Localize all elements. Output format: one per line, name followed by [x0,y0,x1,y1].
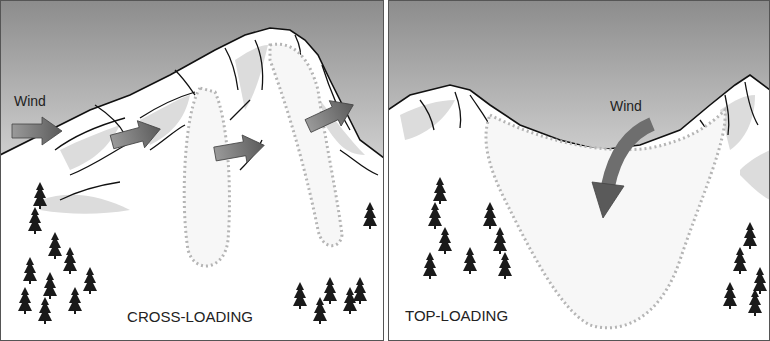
tree [733,247,747,274]
tree [483,202,497,229]
tree [63,247,77,274]
tree [293,282,307,309]
tree [28,207,42,234]
mountain [1,28,383,340]
tree [723,282,737,309]
tree [748,289,762,316]
tree [38,297,52,324]
cross-loading-panel [1,1,383,340]
tree [498,252,512,279]
tree [438,227,452,254]
tree [493,227,507,254]
trees [423,177,767,316]
tree [48,232,62,259]
tree [433,177,447,204]
wind-label: Wind [14,93,46,109]
panel-frame [1,1,384,341]
tree [83,267,97,294]
panel-frame [389,1,770,341]
sky [1,1,383,340]
mountain [389,75,769,340]
tree [43,272,57,299]
tree [353,277,367,304]
tree [18,287,32,314]
tree [363,202,377,229]
wind-arrow [608,124,652,186]
tree [68,287,82,314]
sky [389,1,769,340]
tree [313,297,327,324]
panel-caption: CROSS-LOADING [127,308,253,325]
top-loading-panel [389,1,769,340]
tree [743,222,757,249]
wind-label: Wind [610,98,642,114]
loading-zone [486,110,725,328]
tree [463,247,477,274]
panel-caption: TOP-LOADING [405,307,508,324]
wind-arrow [12,92,359,168]
tree [323,277,337,304]
tree [423,252,437,279]
trees [18,182,377,324]
tree [23,257,37,284]
tree [33,182,47,209]
tree [428,202,442,229]
loading-zone [184,44,342,266]
wind-arrow-head [592,182,624,218]
